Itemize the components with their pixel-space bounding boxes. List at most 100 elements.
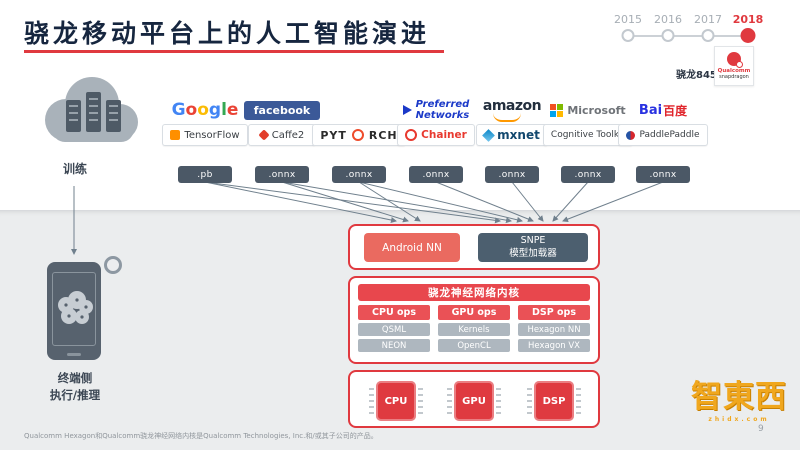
framework-name: Caffe2 <box>271 129 305 141</box>
snpe-subtitle: 模型加载器 <box>509 247 557 259</box>
microsoft-squares-icon <box>550 103 564 117</box>
timeline-dot <box>621 29 635 42</box>
ms-square-yellow <box>557 110 564 117</box>
gpu-ops-header: GPU ops <box>438 305 510 320</box>
facebook-logo: facebook <box>243 96 321 124</box>
qualcomm-mark-dot <box>736 61 743 68</box>
snapdragon-brand-text: snapdragon <box>719 74 749 80</box>
ops-item: QSML <box>358 323 430 336</box>
android-nn-box: Android NN <box>364 233 460 262</box>
title-underline <box>24 50 444 53</box>
framework-name-box: Cognitive Toolkit <box>542 124 634 146</box>
paddlepaddle-icon <box>626 130 636 140</box>
timeline-year-2017: 2017 <box>688 8 728 42</box>
format-badge: .pb <box>178 166 232 183</box>
framework-name-box: Chainer <box>397 124 475 146</box>
microsoft-logo: Microsoft <box>550 96 626 124</box>
watermark-text: 智東西 <box>691 379 787 415</box>
caffe2-icon <box>258 129 270 141</box>
framework-column-caffe2: facebook Caffe2 .onnx <box>237 96 327 183</box>
baidu-logo: Bai 百度 <box>639 96 687 124</box>
framework-name: Chainer <box>421 129 467 141</box>
pytorch-text-right: RCH <box>368 128 398 142</box>
timeline-year-label-active: 2018 <box>732 13 764 26</box>
preferred-networks-icon <box>402 105 412 115</box>
ops-item: NEON <box>358 339 430 352</box>
framework-name: TensorFlow <box>184 129 240 141</box>
framework-name: PaddlePaddle <box>639 130 700 140</box>
amazon-wordmark: amazon <box>482 97 542 122</box>
ms-square-blue <box>550 110 557 117</box>
microsoft-wordmark: Microsoft <box>550 103 626 117</box>
ops-item: Kernels <box>438 323 510 336</box>
framework-name: Cognitive Toolkit <box>550 130 626 140</box>
framework-name-box: TensorFlow <box>162 124 248 146</box>
timeline-dot <box>701 29 715 42</box>
server-rack-icon <box>66 92 121 132</box>
core-title: 骁龙神经网络内核 <box>358 284 590 301</box>
framework-column-cntk: Microsoft Cognitive Toolkit .onnx <box>542 96 634 183</box>
device-ring-icon <box>104 256 122 274</box>
facebook-wordmark: facebook <box>243 100 321 120</box>
format-badge: .onnx <box>636 166 690 183</box>
ms-square-green <box>557 103 564 110</box>
device-label-line2: 执行/推理 <box>49 388 101 403</box>
phone-icon <box>47 262 101 360</box>
timeline-year-label: 2015 <box>614 13 642 26</box>
timeline-year-2018: 2018 <box>728 8 768 43</box>
watermark: 智東西 zhidx.com <box>686 380 792 423</box>
mxnet-icon <box>482 128 496 142</box>
format-badge: .onnx <box>485 166 539 183</box>
timeline-track <box>628 35 748 37</box>
ops-column-gpu: GPU ops Kernels OpenCL <box>438 305 510 352</box>
ops-column-dsp: DSP ops Hexagon NN Hexagon VX <box>518 305 590 352</box>
microsoft-text: Microsoft <box>567 103 626 117</box>
preferred-networks-text: Preferred Networks <box>416 99 470 121</box>
framework-column-mxnet: amazon mxnet .onnx <box>467 96 557 183</box>
framework-name: mxnet <box>497 128 540 142</box>
format-badge: .onnx <box>255 166 309 183</box>
baidu-cn-text: 百度 <box>663 103 688 118</box>
timeline-dot-active <box>740 28 756 43</box>
timeline-year-label: 2017 <box>694 13 722 26</box>
ops-item: Hexagon NN <box>518 323 590 336</box>
amazon-text: amazon <box>482 97 542 114</box>
hardware-container: CPU GPU DSP <box>348 370 600 428</box>
framework-column-chainer: Preferred Networks Chainer .onnx <box>391 96 481 183</box>
framework-column-paddle: Bai 百度 PaddlePaddle .onnx <box>618 96 708 183</box>
google-logo: G o o g l e <box>172 96 239 124</box>
google-letter: o <box>197 100 209 120</box>
qualcomm-mark-icon <box>727 52 743 68</box>
train-label: 训练 <box>62 162 87 176</box>
google-letter: l <box>221 100 227 120</box>
brain-icon <box>58 291 93 324</box>
timeline-year-2016: 2016 <box>648 8 688 42</box>
watermark-subtext: zhidx.com <box>708 416 770 424</box>
snpe-box: SNPE 模型加载器 <box>478 233 588 262</box>
chainer-icon <box>405 129 418 141</box>
tensorflow-icon <box>170 130 181 140</box>
baidu-latin-text: Bai <box>638 102 663 118</box>
chip-dsp: DSP <box>527 381 581 421</box>
format-badge: .onnx <box>561 166 615 183</box>
phone-home-button <box>67 353 81 356</box>
framework-column-pytorch: PYT RCH .onnx <box>312 96 406 183</box>
framework-name-box: PYT RCH <box>312 124 406 146</box>
device-label-line1: 终端侧 <box>57 371 93 385</box>
preferred-networks-logo: Preferred Networks <box>402 96 470 124</box>
format-badge: .onnx <box>409 166 463 183</box>
snapdragon-845-label: 骁龙845 <box>676 70 717 81</box>
ms-square-red <box>550 103 557 110</box>
pytorch-flame-icon <box>351 129 364 141</box>
framework-name-box: mxnet <box>476 124 548 146</box>
google-letter: G <box>171 100 186 120</box>
google-letter: g <box>208 100 222 120</box>
framework-name-box: Caffe2 <box>248 124 316 146</box>
page-title: 骁龙移动平台上的人工智能演进 <box>24 19 431 48</box>
framework-column-tensorflow: G o o g l e TensorFlow .pb <box>160 96 250 183</box>
page-number: 9 <box>758 424 764 434</box>
format-badge: .onnx <box>332 166 386 183</box>
pn-line2: Networks <box>415 110 470 121</box>
timeline-dot <box>661 29 675 42</box>
